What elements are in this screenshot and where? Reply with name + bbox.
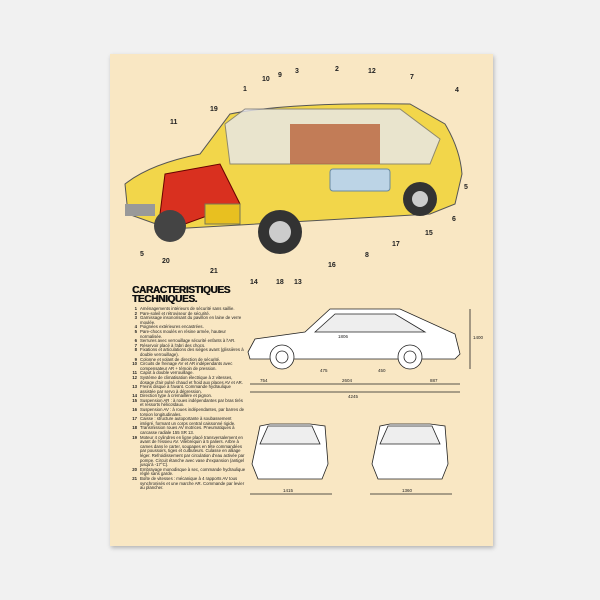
- callout: 6: [452, 216, 456, 223]
- callout: 18: [276, 279, 284, 286]
- callout: 19: [210, 106, 218, 113]
- dim-rear-overhang: 887: [430, 378, 438, 383]
- callout: 5: [464, 184, 468, 191]
- callout: 5: [140, 251, 144, 258]
- dim-475: 475: [320, 368, 328, 373]
- gearbox: [204, 203, 241, 225]
- callout: 7: [410, 74, 414, 81]
- fuel-tank: [329, 168, 391, 192]
- callout: 20: [162, 258, 170, 265]
- dim-wheelbase: 2604: [342, 378, 353, 383]
- callout: 3: [295, 68, 299, 75]
- callout: 11: [170, 119, 178, 126]
- poster: 11 19 1 10 9 3 2 12 7 4 5 6 15 17 8 16 1…: [110, 54, 493, 546]
- dim-front-overhang: 754: [260, 378, 268, 383]
- callout: 8: [365, 252, 369, 259]
- car-cutaway-illustration: [124, 103, 463, 254]
- callout: 21: [210, 268, 218, 275]
- rear-view: [370, 423, 452, 495]
- callout: 2: [335, 66, 339, 73]
- callout: 9: [278, 72, 282, 79]
- dim-1806: 1806: [338, 334, 349, 339]
- seats: [290, 124, 380, 164]
- callout: 13: [294, 279, 302, 286]
- dim-450: 450: [378, 368, 386, 373]
- callout: 12: [368, 68, 376, 75]
- dim-rear-track: 1360: [402, 488, 413, 493]
- callout: 17: [392, 241, 400, 248]
- front-view: [250, 423, 332, 495]
- dim-height: 1400: [473, 335, 484, 340]
- dim-length: 4245: [348, 394, 359, 399]
- callout: 10: [262, 76, 270, 83]
- blueprint-drawings: 754 2604 887 4245 475 1806 450 1400 1415…: [247, 308, 484, 495]
- dim-front-track: 1415: [283, 488, 294, 493]
- callout: 14: [250, 279, 258, 286]
- front-bumper: [125, 204, 155, 216]
- callout: 16: [328, 262, 336, 269]
- callout: 4: [455, 87, 459, 94]
- side-view: [247, 308, 471, 393]
- callout: 1: [243, 86, 247, 93]
- callout: 15: [425, 230, 433, 237]
